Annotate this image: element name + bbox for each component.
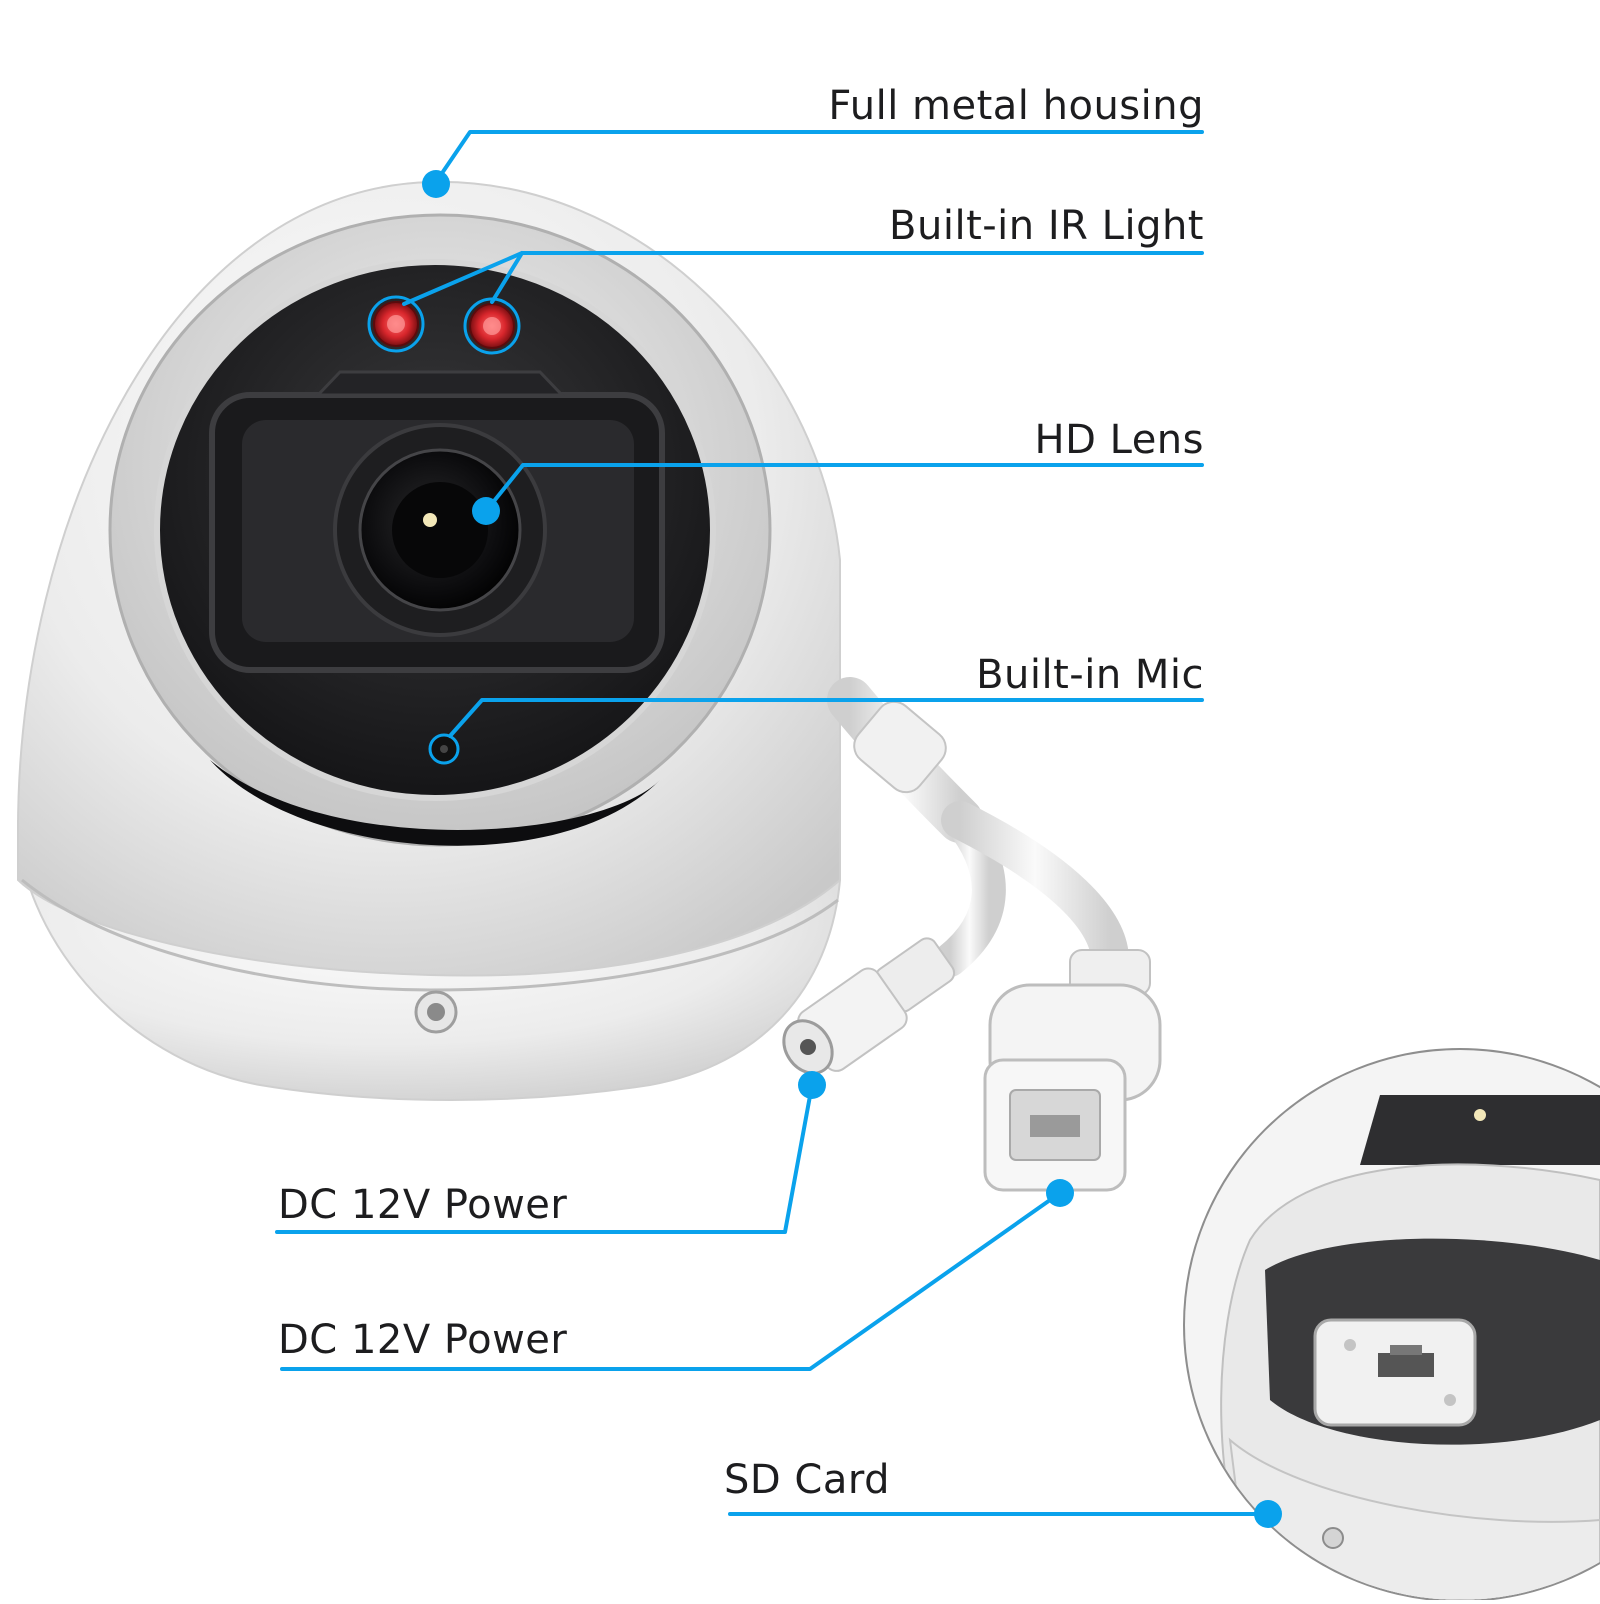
callout-dots	[422, 170, 1282, 1528]
camera-body	[17, 180, 841, 1101]
callout-label-lens: HD Lens	[1034, 417, 1204, 463]
sd-card-inset	[1183, 1048, 1600, 1602]
dc-plug-icon	[782, 937, 956, 1075]
callout-label-mic: Built-in Mic	[976, 652, 1204, 698]
callout-label-housing: Full metal housing	[828, 83, 1204, 129]
callout-lines	[275, 130, 1270, 1516]
callout-label-ir-light: Built-in IR Light	[889, 203, 1204, 249]
ir-led-icon	[367, 295, 521, 355]
rj45-connector-icon	[983, 949, 1162, 1192]
callout-label-sd-card: SD Card	[724, 1457, 890, 1503]
cables	[782, 677, 1162, 1192]
callout-label-dc-power-2: DC 12V Power	[278, 1317, 568, 1363]
callout-label-dc-power: DC 12V Power	[278, 1182, 568, 1228]
